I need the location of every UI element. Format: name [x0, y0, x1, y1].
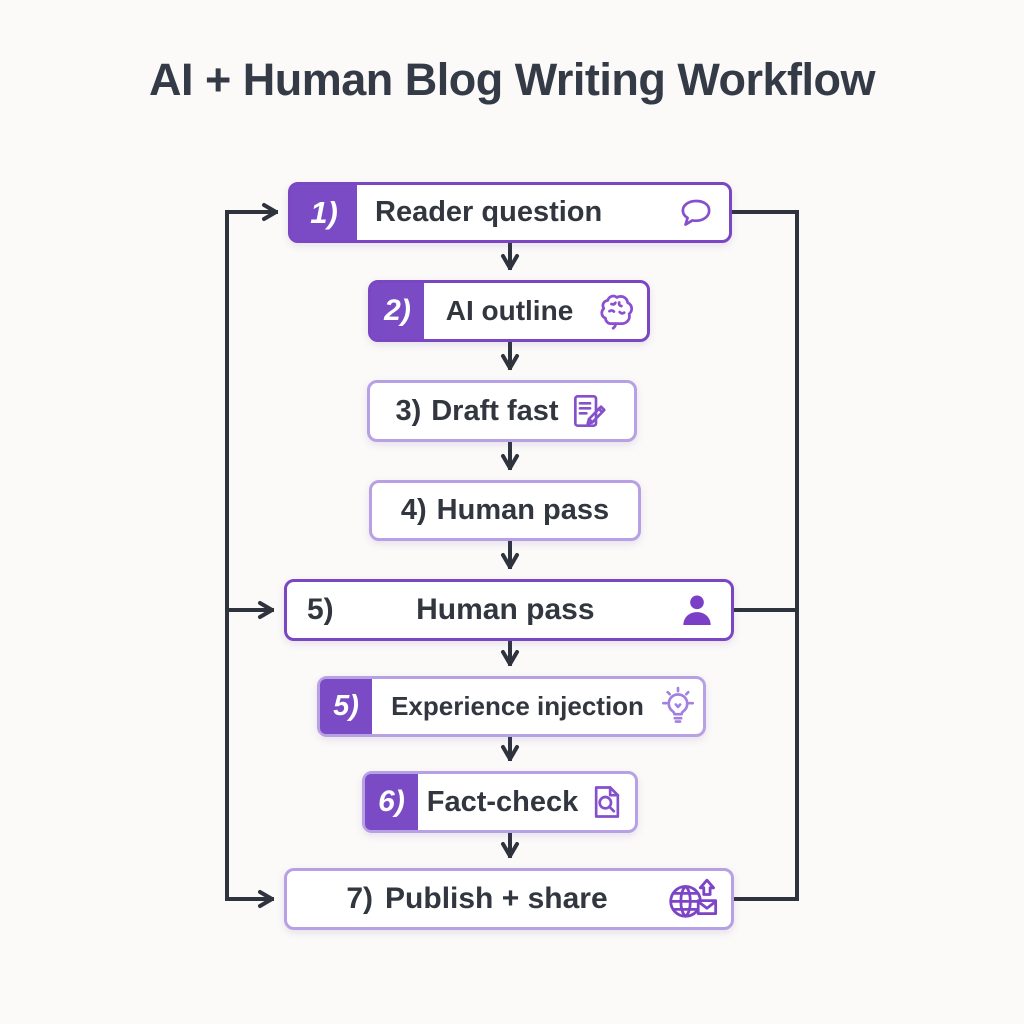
brain-icon — [595, 289, 639, 333]
step-box-human-pass-1: 4) Human pass — [369, 480, 641, 541]
person-icon — [677, 590, 717, 630]
step-number: 4) — [400, 494, 427, 526]
step-box-experience-injection: 5) Experience injection — [317, 676, 706, 737]
step-label: AI outline — [445, 295, 574, 326]
step-label: Publish + share — [385, 882, 608, 915]
step-number: 7) — [346, 882, 374, 915]
lightbulb-icon — [657, 686, 699, 728]
step-number-badge: 5) — [320, 679, 372, 734]
step-number: 3) — [395, 394, 422, 427]
step-label: Reader question — [375, 196, 603, 228]
step-label: Human pass — [416, 593, 595, 626]
page-title: AI + Human Blog Writing Workflow — [148, 54, 876, 105]
step-label: Experience injection — [391, 691, 644, 721]
step-label: Fact-check — [426, 785, 579, 818]
doc-search-icon — [587, 782, 627, 822]
step-box-publish-share: 7) Publish + share — [284, 868, 734, 930]
memo-pencil-icon — [569, 391, 609, 431]
step-number-badge: 6) — [365, 774, 418, 830]
step-box-reader-question: 1) Reader question — [288, 182, 732, 243]
step-label: Human pass — [436, 494, 610, 526]
step-box-human-pass-2: 5) Human pass — [284, 579, 734, 641]
step-number-badge: 2) — [371, 283, 424, 339]
step-number: 5) — [307, 593, 334, 626]
step-number-badge: 1) — [291, 185, 357, 240]
globe-share-icon — [667, 877, 719, 922]
step-box-ai-outline: 2) AI outline — [368, 280, 650, 342]
step-box-fact-check: 6) Fact-check — [362, 771, 638, 833]
step-label: Draft fast — [431, 394, 559, 427]
step-box-draft-fast: 3) Draft fast — [367, 380, 637, 442]
speech-bubble-icon — [677, 194, 715, 232]
